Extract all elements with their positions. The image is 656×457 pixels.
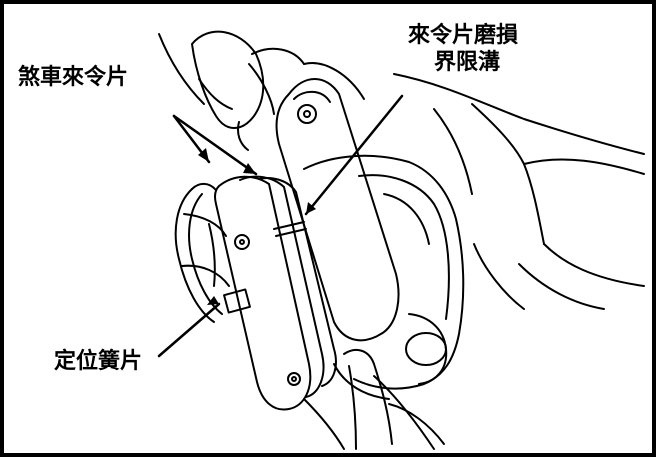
brake-pads-drawing [214,175,337,411]
arrowheads [198,148,316,305]
arrowhead-retainer-spring [207,296,219,305]
brake-caliper-illustration [157,30,645,450]
mounting-bracket-drawing [275,78,400,342]
retainer-spring-label: 定位簧片 [52,349,145,374]
right-hand-drawing [393,73,645,310]
caliper-body-drawing [303,154,465,400]
leader-lines [157,94,404,358]
lower-hand-drawing [303,348,445,450]
arrowhead-brake-pad-1 [198,148,209,162]
arrowhead-brake-pad-2 [243,163,256,174]
upper-hand-drawing [158,30,365,151]
brake-pad-label: 煞車來令片 [16,65,131,90]
wear-groove-label-line1: 來令片磨損 [406,23,521,48]
arrowhead-wear-groove [306,202,316,214]
wear-groove-label-line2: 界限溝 [432,50,503,75]
leader-retainer-spring [157,302,221,358]
leader-brake-pad-2 [172,114,258,176]
leader-wear-groove [304,94,404,216]
